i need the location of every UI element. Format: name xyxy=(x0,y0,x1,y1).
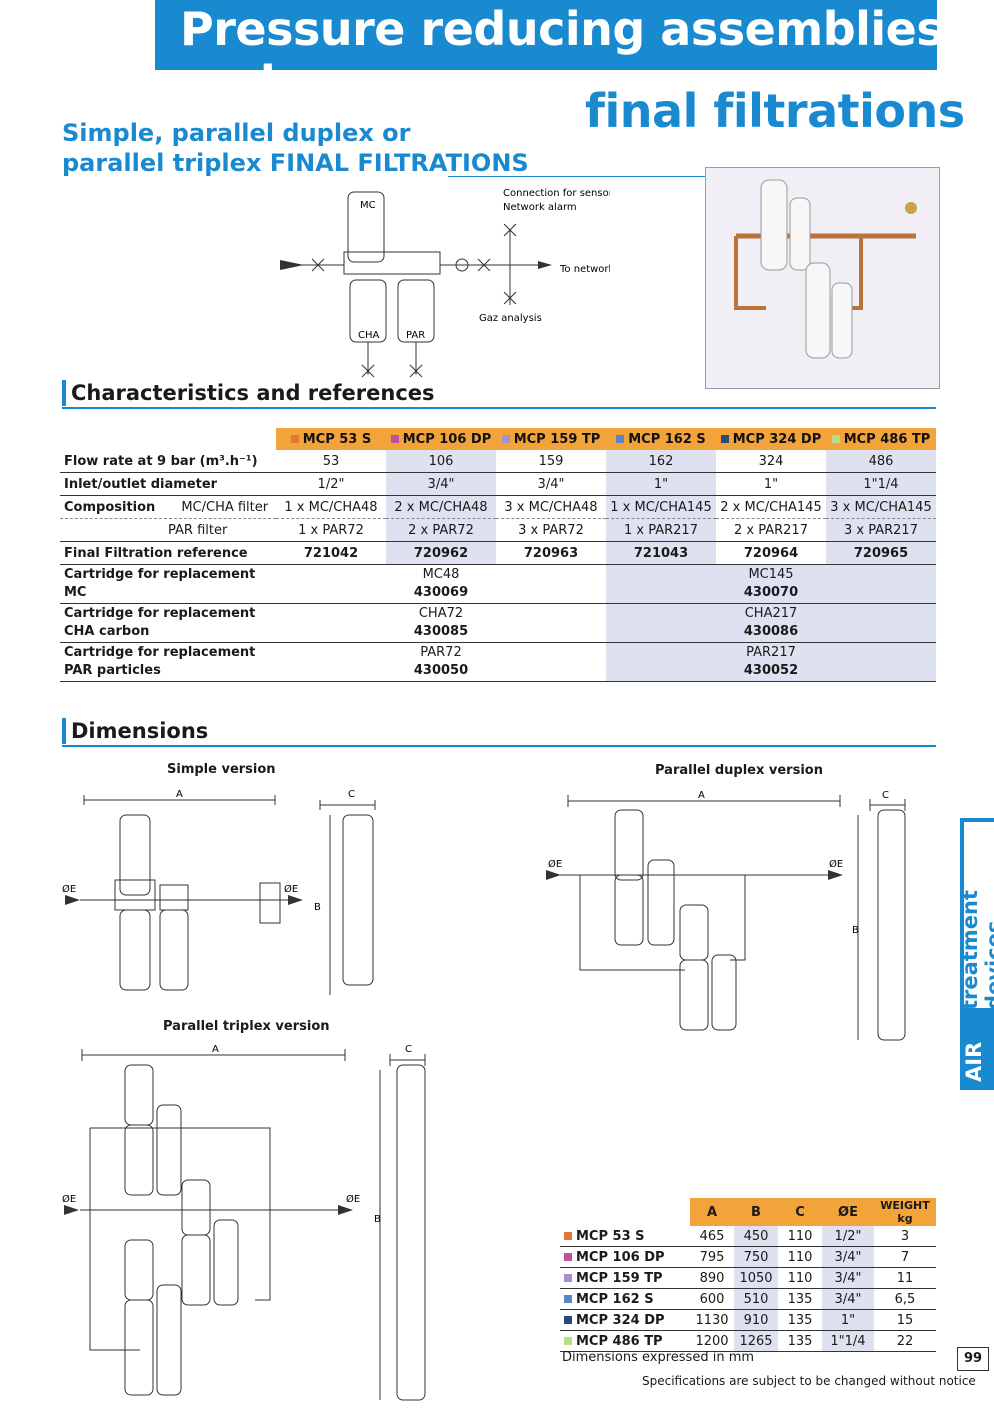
diameter-row: Inlet/outlet diameter 1/2" 3/4" 3/4" 1" … xyxy=(60,472,936,496)
gaz-analysis-label: Gaz analysis xyxy=(479,313,542,324)
model-color-4 xyxy=(720,435,729,443)
dimensions-heading: Dimensions xyxy=(71,719,209,743)
dimensions-note: Dimensions expressed in mm xyxy=(562,1350,755,1365)
dim-header-weight: WEIGHT kg xyxy=(874,1198,936,1226)
characteristics-heading-bar xyxy=(62,380,66,406)
duplex-version-drawing: A ØE ØE C B xyxy=(546,790,906,1041)
triplex-dim-a: A xyxy=(212,1044,219,1055)
subtitle-line2: parallel triplex FINAL FILTRATIONS xyxy=(62,149,529,177)
page-title-line2: final filtrations xyxy=(585,84,965,138)
dim-header-e: ØE xyxy=(822,1198,874,1226)
side-tab-upper xyxy=(962,820,994,1010)
composition-par-row: PAR filter 1 x PAR72 2 x PAR72 3 x PAR72… xyxy=(60,518,936,542)
sensor-label-2: Network alarm xyxy=(503,202,577,213)
dim-header-c: C xyxy=(778,1198,822,1226)
to-network-label: To network xyxy=(559,264,610,275)
duplex-dim-b: B xyxy=(852,925,859,936)
simple-dim-a: A xyxy=(176,789,183,800)
model-header-0: MCP 53 S xyxy=(276,428,386,450)
characteristics-table: MCP 53 S MCP 106 DP MCP 159 TP MCP 162 S… xyxy=(60,428,936,682)
simple-dim-oe-right: ØE xyxy=(284,883,298,895)
characteristics-rule xyxy=(62,407,936,409)
page-number: 99 xyxy=(957,1347,989,1371)
model-header-4: MCP 324 DP xyxy=(716,428,826,450)
side-tab-text-air: AIR xyxy=(962,1041,986,1082)
duplex-dim-a: A xyxy=(698,790,705,801)
model-color-2 xyxy=(501,435,510,443)
dim-header-b: B xyxy=(734,1198,778,1226)
page-title-line1: Pressure reducing assemblies and xyxy=(180,2,944,110)
duplex-version-label: Parallel duplex version xyxy=(655,763,823,778)
dimensions-rule xyxy=(62,745,936,747)
flow-schematic: MC CHA PAR Connection for sensor Network… xyxy=(280,188,610,378)
dimensions-heading-bar xyxy=(62,718,66,744)
mc-label: MC xyxy=(360,200,376,211)
simple-version-label: Simple version xyxy=(167,762,276,777)
model-color-0 xyxy=(290,435,299,443)
triplex-version-drawing: A ØE ØE C B xyxy=(62,1044,426,1401)
reference-row: Final Filtration reference 721042 720962… xyxy=(60,541,936,565)
cha-label: CHA xyxy=(358,330,380,341)
side-tab-text-treatment: treatment devices xyxy=(958,890,994,1010)
model-header-1: MCP 106 DP xyxy=(386,428,496,450)
triplex-dim-c: C xyxy=(405,1044,412,1055)
product-photo xyxy=(705,167,940,389)
flow-row: Flow rate at 9 bar (m³.h⁻¹) 53 106 159 1… xyxy=(60,450,936,473)
par-label: PAR xyxy=(406,330,425,341)
model-header-2: MCP 159 TP xyxy=(496,428,606,450)
model-color-1 xyxy=(390,435,399,443)
duplex-dim-oe-right: ØE xyxy=(829,858,843,870)
simple-dim-c: C xyxy=(348,789,355,800)
sensor-label-1: Connection for sensor xyxy=(503,188,610,199)
model-header-3: MCP 162 S xyxy=(606,428,716,450)
triplex-dim-oe-left: ØE xyxy=(62,1193,76,1205)
subtitle-rule xyxy=(448,176,710,177)
duplex-dim-c: C xyxy=(882,790,889,801)
duplex-dim-oe-left: ØE xyxy=(548,858,562,870)
characteristics-heading: Characteristics and references xyxy=(71,381,435,405)
model-header-5: MCP 486 TP xyxy=(826,428,936,450)
subtitle-line1: Simple, parallel duplex or xyxy=(62,119,411,147)
model-color-5 xyxy=(831,435,840,443)
triplex-version-label: Parallel triplex version xyxy=(163,1019,330,1034)
footer-notice: Specifications are subject to be changed… xyxy=(642,1374,976,1388)
triplex-dim-oe-right: ØE xyxy=(346,1193,360,1205)
title-bar xyxy=(155,0,937,70)
model-color-3 xyxy=(616,435,625,443)
dim-header-a: A xyxy=(690,1198,734,1226)
simple-dim-b: B xyxy=(314,902,321,913)
product-photo-drawing xyxy=(706,168,939,388)
simple-version-drawing: A ØE ØE C B xyxy=(62,789,376,995)
triplex-dim-b: B xyxy=(374,1214,381,1225)
subtitle: Simple, parallel duplex or parallel trip… xyxy=(62,118,529,178)
simple-dim-oe-left: ØE xyxy=(62,883,76,895)
